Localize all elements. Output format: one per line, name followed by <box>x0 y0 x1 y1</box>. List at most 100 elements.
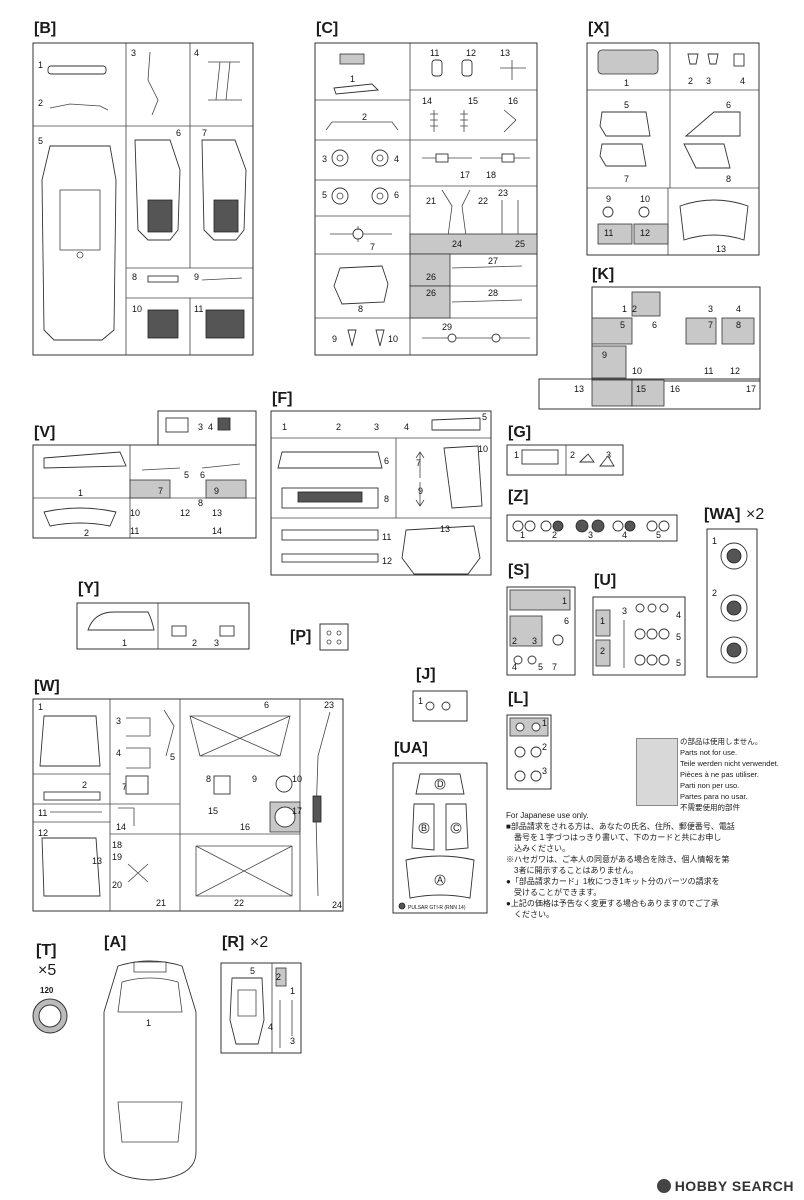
svg-text:4: 4 <box>194 48 199 58</box>
svg-text:3: 3 <box>622 606 627 616</box>
svg-text:3: 3 <box>116 716 121 726</box>
svg-text:4: 4 <box>512 662 517 672</box>
svg-text:5: 5 <box>184 470 189 480</box>
svg-text:18: 18 <box>112 840 122 850</box>
svg-text:1: 1 <box>418 696 423 706</box>
not-for-use-line: の部品は使用しません。 <box>680 737 763 746</box>
not-for-use-line: Parti non per uso. <box>680 781 740 790</box>
sprue-label-t: [T] <box>36 942 57 959</box>
sprue-label-r: [R] <box>222 934 245 951</box>
svg-text:12: 12 <box>466 48 476 58</box>
sprue-y: 1 2 3 <box>76 602 250 650</box>
svg-text:26: 26 <box>426 272 436 282</box>
svg-text:8: 8 <box>206 774 211 784</box>
svg-text:21: 21 <box>156 898 166 908</box>
svg-text:3: 3 <box>374 422 379 432</box>
svg-text:2: 2 <box>362 112 367 122</box>
not-for-use-line: Partes para no usar. <box>680 792 748 801</box>
svg-text:1: 1 <box>622 304 627 314</box>
svg-text:25: 25 <box>515 239 525 249</box>
svg-text:6: 6 <box>726 100 731 110</box>
svg-text:2: 2 <box>84 528 89 538</box>
svg-text:27: 27 <box>488 256 498 266</box>
svg-text:1: 1 <box>78 488 83 498</box>
svg-text:7: 7 <box>624 174 629 184</box>
sprue-label-b: [B] <box>34 20 57 37</box>
sprue-label-wa: [WA] <box>704 506 741 523</box>
not-for-use-line: Pièces à ne pas utiliser. <box>680 770 759 779</box>
svg-text:7: 7 <box>122 782 127 792</box>
svg-text:11: 11 <box>704 366 713 376</box>
svg-text:2: 2 <box>38 98 43 108</box>
sprue-label-l: [L] <box>508 690 529 707</box>
svg-text:17: 17 <box>460 170 470 180</box>
tire-part <box>32 998 68 1034</box>
svg-text:11: 11 <box>38 808 47 818</box>
svg-text:2: 2 <box>570 450 575 460</box>
svg-text:3: 3 <box>532 636 537 646</box>
not-for-use-swatch <box>636 738 678 806</box>
notice-line: ください。 <box>506 910 554 919</box>
svg-text:10: 10 <box>632 366 642 376</box>
svg-text:3: 3 <box>706 76 711 86</box>
svg-text:2: 2 <box>542 742 547 752</box>
svg-text:1: 1 <box>350 74 355 84</box>
svg-text:5: 5 <box>620 320 625 330</box>
svg-text:5: 5 <box>538 662 543 672</box>
svg-text:13: 13 <box>92 856 102 866</box>
watermark-logo-icon <box>656 1179 671 1193</box>
sprue-label-j: [J] <box>416 666 436 683</box>
not-for-use-line: Parts not for use. <box>680 748 738 757</box>
svg-text:20: 20 <box>112 880 122 890</box>
svg-text:1: 1 <box>520 530 525 540</box>
sprue-b: 1 2 3 4 5 6 7 8 9 10 11 <box>32 42 254 356</box>
svg-text:8: 8 <box>132 272 137 282</box>
svg-text:14: 14 <box>116 822 126 832</box>
svg-text:9: 9 <box>418 486 423 496</box>
notice-line: 受けることができます。 <box>506 888 602 897</box>
hobby-search-watermark: HOBBY SEARCH <box>656 1178 794 1194</box>
svg-text:23: 23 <box>324 700 334 710</box>
svg-text:2: 2 <box>336 422 341 432</box>
svg-text:4: 4 <box>404 422 409 432</box>
svg-text:13: 13 <box>574 384 584 394</box>
svg-text:14: 14 <box>422 96 432 106</box>
ua-sprue-caption: PULSAR GTI-R (RNN 14) <box>408 905 466 911</box>
svg-text:6: 6 <box>176 128 181 138</box>
svg-text:10: 10 <box>388 334 398 344</box>
svg-text:8: 8 <box>726 174 731 184</box>
svg-text:3: 3 <box>214 638 219 648</box>
svg-text:2: 2 <box>552 530 557 540</box>
svg-text:7: 7 <box>708 320 713 330</box>
svg-text:1: 1 <box>542 718 547 728</box>
svg-text:17: 17 <box>292 806 302 816</box>
svg-text:15: 15 <box>636 384 646 394</box>
svg-text:5: 5 <box>38 136 43 146</box>
svg-text:4: 4 <box>208 422 213 432</box>
notice-line: For Japanese use only. <box>506 811 589 820</box>
svg-text:4: 4 <box>116 748 121 758</box>
svg-text:22: 22 <box>478 196 488 206</box>
svg-text:18: 18 <box>486 170 496 180</box>
sprue-p <box>319 623 349 651</box>
svg-text:15: 15 <box>468 96 478 106</box>
svg-text:5: 5 <box>170 752 175 762</box>
notice-line: ※ハセガワは、ご本人の同意がある場合を除き、個人情報を第 <box>506 855 730 864</box>
svg-text:5: 5 <box>676 658 681 668</box>
sprue-z: 1 2 3 4 5 <box>506 514 678 542</box>
sprue-label-k: [K] <box>592 266 615 283</box>
svg-text:9: 9 <box>332 334 337 344</box>
svg-text:11: 11 <box>430 48 439 58</box>
svg-text:9: 9 <box>194 272 199 282</box>
sprue-label-c: [C] <box>316 20 339 37</box>
window-letter-a: A <box>437 875 443 885</box>
svg-text:4: 4 <box>622 530 627 540</box>
sprue-label-w: [W] <box>34 678 60 695</box>
sprue-label-x: [X] <box>588 20 610 37</box>
car-body-part: 1 <box>103 960 197 1181</box>
parts-request-notice: For Japanese use only. ■部品請求をされる方は、あなたの氏… <box>506 810 735 920</box>
svg-text:2: 2 <box>276 972 281 982</box>
